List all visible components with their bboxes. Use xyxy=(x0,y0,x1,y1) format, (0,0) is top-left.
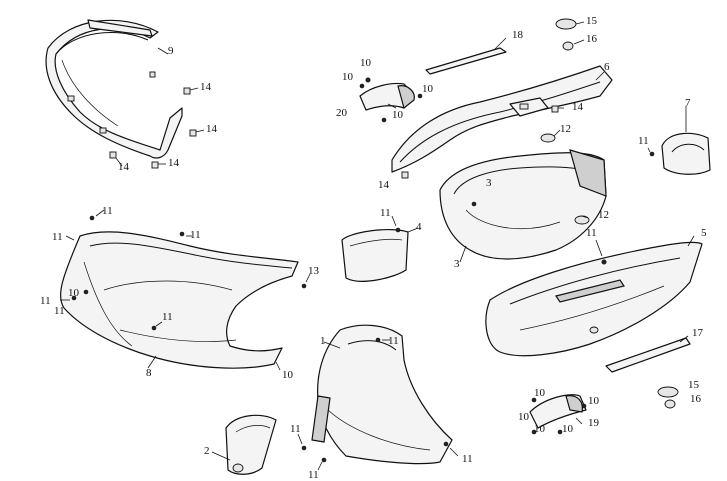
callout-9: 9 xyxy=(168,45,174,57)
part-12-clip-top xyxy=(540,133,556,143)
callout-10-h: 10 xyxy=(588,395,599,407)
callout-11-k: 11 xyxy=(308,469,319,481)
callout-11-e: 11 xyxy=(162,311,173,323)
callout-14-a: 14 xyxy=(200,81,211,93)
callout-11-h: 11 xyxy=(638,135,649,147)
callout-11-j: 11 xyxy=(290,423,301,435)
callout-1: 1 xyxy=(320,335,326,347)
part-9-front-shield-frame xyxy=(45,19,183,159)
callout-10-a: 10 xyxy=(360,57,371,69)
callout-11-f: 11 xyxy=(380,207,391,219)
callout-14-b: 14 xyxy=(206,123,217,135)
callout-11-c: 11 xyxy=(190,229,201,241)
callout-10-j: 10 xyxy=(534,423,545,435)
part-20-bracket xyxy=(359,77,423,123)
part-5-right-body-cover xyxy=(485,241,703,357)
callout-10-c: 10 xyxy=(422,83,433,95)
callout-8: 8 xyxy=(146,367,152,379)
callout-10-k: 10 xyxy=(562,423,573,435)
callout-13: 13 xyxy=(308,265,319,277)
callout-3-inner: 3 xyxy=(486,177,492,189)
callout-10-d: 10 xyxy=(392,109,403,121)
callout-5: 5 xyxy=(701,227,707,239)
callout-15-bottom: 15 xyxy=(688,379,699,391)
callout-6: 6 xyxy=(604,61,610,73)
callout-11-m: 11 xyxy=(54,305,65,317)
callout-11-a: 11 xyxy=(102,205,113,217)
part-1-front-lower-cover xyxy=(301,324,453,465)
callout-20: 20 xyxy=(336,107,347,119)
parts-15-16-washers-bottom xyxy=(657,386,679,409)
callout-15-top: 15 xyxy=(586,15,597,27)
callout-19: 19 xyxy=(588,417,599,429)
part-18-trim-strip xyxy=(425,47,507,75)
part-12-clip-lower xyxy=(574,215,590,225)
callout-17: 17 xyxy=(692,327,703,339)
callout-14-d: 14 xyxy=(168,157,179,169)
callout-10-b: 10 xyxy=(342,71,353,83)
part-8-left-body-cover xyxy=(59,215,307,369)
callout-11-i: 11 xyxy=(388,335,399,347)
parts-15-16-washers-top xyxy=(555,18,577,51)
callout-2: 2 xyxy=(204,445,210,457)
callout-11-g: 11 xyxy=(586,227,597,239)
callout-16-bottom: 16 xyxy=(690,393,701,405)
callout-18: 18 xyxy=(512,29,523,41)
callout-4: 4 xyxy=(416,221,422,233)
callout-12-a: 12 xyxy=(560,123,571,135)
callout-11-l: 11 xyxy=(462,453,473,465)
callout-10-i: 10 xyxy=(518,411,529,423)
callout-10-f: 10 xyxy=(282,369,293,381)
part-19-bracket xyxy=(529,394,587,435)
callout-10-g: 10 xyxy=(534,387,545,399)
callout-14-c: 14 xyxy=(118,161,129,173)
callout-11-d: 11 xyxy=(40,295,51,307)
callout-3: 3 xyxy=(454,258,460,270)
callout-14-f: 14 xyxy=(378,179,389,191)
callout-16-top: 16 xyxy=(586,33,597,45)
part-2-small-cover xyxy=(225,414,277,475)
callout-12-b: 12 xyxy=(598,209,609,221)
part-4-battery-cover xyxy=(341,227,409,282)
part-14-clips xyxy=(109,87,559,179)
callout-10-e: 10 xyxy=(68,287,79,299)
part-7-cover-cap xyxy=(649,132,711,175)
callout-11-b: 11 xyxy=(52,231,63,243)
part-3-luggage-box xyxy=(439,149,607,260)
part-6-side-cover xyxy=(391,65,613,173)
callout-14-e: 14 xyxy=(572,101,583,113)
part-17-trim-strip xyxy=(605,337,691,373)
leader-lines xyxy=(60,21,695,471)
callout-7: 7 xyxy=(685,97,691,109)
